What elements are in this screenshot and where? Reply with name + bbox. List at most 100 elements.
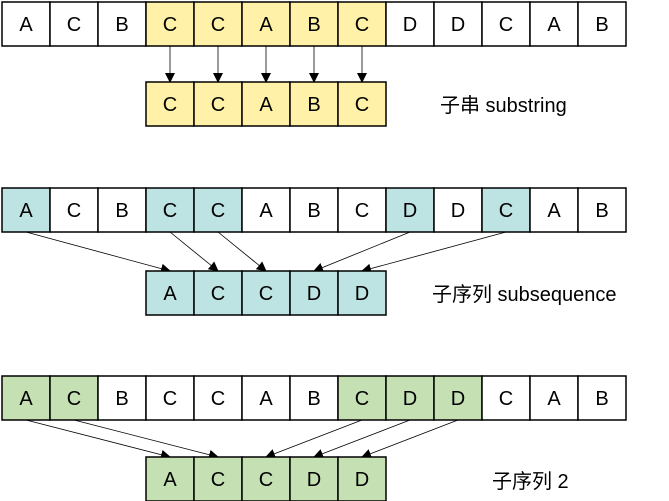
cell-letter: B [307,94,320,116]
cell-letter: D [355,283,369,305]
cell-box [193,1,243,47]
substring-source-cell: C [193,1,243,47]
subsequence-2-result-cell: C [193,456,243,501]
subsequence-2-source-cell: C [145,375,195,421]
subsequence-2-source-cell: B [577,375,627,421]
subsequence-2-arrow [265,419,363,459]
cell-box [97,187,147,233]
cell-box [289,1,339,47]
cell-letter: C [163,200,177,222]
substring-source-cell: B [289,1,339,47]
substring-result-cell: C [145,81,195,127]
substring-source-cell: C [337,1,387,47]
cell-box [97,1,147,47]
cell-letter: C [211,14,225,36]
subsequence-result-cell: D [337,270,387,316]
cell-letter: C [163,388,177,410]
cell-letter: D [403,388,417,410]
subsequence-source-cell: B [289,187,339,233]
cell-letter: A [259,14,273,36]
subsequence-result-cell: A [145,270,195,316]
cell-box [337,187,387,233]
cell-box [529,187,579,233]
cell-letter: A [547,14,561,36]
cell-box [481,1,531,47]
cell-letter: C [211,469,225,491]
cell-letter: A [259,388,273,410]
subsequence-result-cell: C [241,270,291,316]
substring-source-cell: D [433,1,483,47]
subsequence-arrow [169,231,219,272]
cell-box [193,456,243,501]
subsequence-arrow [313,231,411,273]
cell-box [337,81,387,127]
cell-box [337,456,387,501]
cell-letter: D [307,283,321,305]
substring-result-cell: A [241,81,291,127]
substring-source-cell: C [145,1,195,47]
cell-letter: A [163,469,177,491]
subsequence-arrow [361,231,507,274]
subsequence-source-cell: C [145,187,195,233]
cell-letter: C [211,200,225,222]
substring-source-cell: D [385,1,435,47]
cell-box [337,375,387,421]
cell-letter: B [307,388,320,410]
cell-letter: A [547,200,561,222]
cell-letter: C [211,388,225,410]
cell-letter: C [67,388,81,410]
substring-source-cell: A [1,1,51,47]
subsequence-2-source-cell: C [49,375,99,421]
cell-letter: D [307,469,321,491]
cell-box [385,375,435,421]
cell-letter: C [499,388,513,410]
cell-box [241,81,291,127]
cell-box [241,270,291,316]
substring-source-cell: A [241,1,291,47]
cell-box [49,375,99,421]
cell-box [577,375,627,421]
cell-letter: B [595,388,608,410]
cell-box [1,187,51,233]
cell-letter: C [355,94,369,116]
subsequence-source-cell: B [97,187,147,233]
cell-letter: C [355,200,369,222]
subsequence-source-cell: A [529,187,579,233]
cell-letter: A [19,388,33,410]
subsequence-source-cell: C [481,187,531,233]
substring-source-cell: B [577,1,627,47]
subsequence-source-cell: A [241,187,291,233]
subsequence-2-source-cell: B [289,375,339,421]
cell-box [337,270,387,316]
cell-letter: C [499,200,513,222]
subsequence-2-source-cell: D [433,375,483,421]
subsequence-2-arrow [25,419,171,460]
cell-letter: C [259,469,273,491]
cell-letter: B [595,14,608,36]
cell-letter: C [163,14,177,36]
cell-letter: B [307,200,320,222]
cell-letter: B [307,14,320,36]
subsequence-2-source-cell: A [529,375,579,421]
cell-box [289,270,339,316]
cell-box [193,375,243,421]
substring-source-cell: A [529,1,579,47]
subsequence-2-source-cell: A [241,375,291,421]
substring-source-cell: C [49,1,99,47]
subsequence-2-result-cell: C [241,456,291,501]
subsequence-2-source-cell: B [97,375,147,421]
cell-box [481,187,531,233]
substring-result-cell: C [193,81,243,127]
subsequence-2-arrow [361,419,459,459]
subsequence-2-source-cell: C [337,375,387,421]
cell-letter: C [355,388,369,410]
cell-box [145,187,195,233]
substring-source-cell: B [97,1,147,47]
subsequence-source-cell: B [577,187,627,233]
cell-letter: C [211,283,225,305]
cell-letter: B [115,388,128,410]
subsequence-2-source-cell: D [385,375,435,421]
subsequence-label: 子序列 subsequence [432,283,617,306]
cell-box [433,187,483,233]
